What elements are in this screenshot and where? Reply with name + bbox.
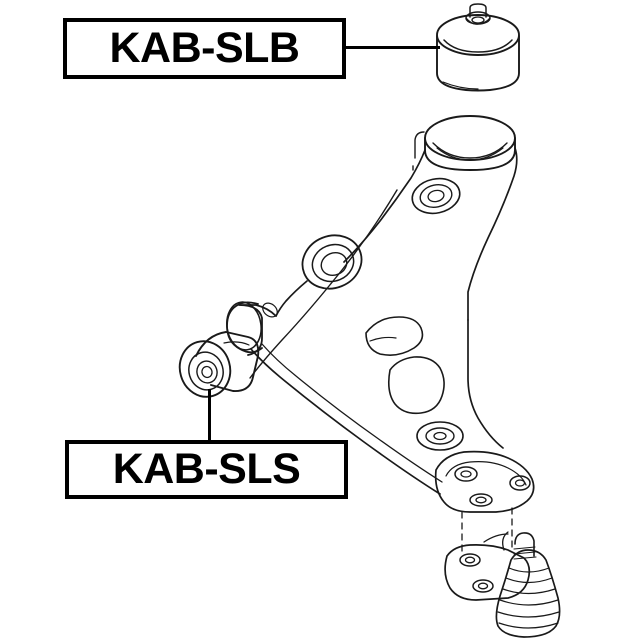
part-label-box-kab-slb[interactable]: KAB-SLB	[63, 18, 346, 79]
oval-lightening-hole	[365, 316, 424, 356]
part-number-kab-sls: KAB-SLS	[112, 445, 301, 493]
ball-joint-mounting-flange	[434, 450, 535, 513]
part-label-box-kab-sls[interactable]: KAB-SLS	[65, 440, 348, 499]
part-number-kab-slb: KAB-SLB	[109, 24, 300, 72]
rear-bushing-socket-tube	[226, 301, 278, 356]
control-arm-body	[226, 115, 535, 557]
upper-washer-hole	[411, 177, 461, 215]
mid-arm-bushing-eye	[301, 234, 363, 290]
square-lightening-hole	[388, 356, 445, 415]
leader-line-kab-sls	[208, 389, 211, 441]
part-label-inner-border: KAB-SLS	[68, 443, 345, 496]
part-label-inner-border: KAB-SLB	[66, 21, 343, 76]
lower-arm-eyelet	[416, 421, 464, 451]
ball-joint-assembly	[444, 531, 561, 638]
upper-bushing-illustration	[436, 3, 520, 92]
leader-line-kab-slb	[346, 46, 440, 49]
rear-bushing-illustration	[178, 331, 260, 398]
